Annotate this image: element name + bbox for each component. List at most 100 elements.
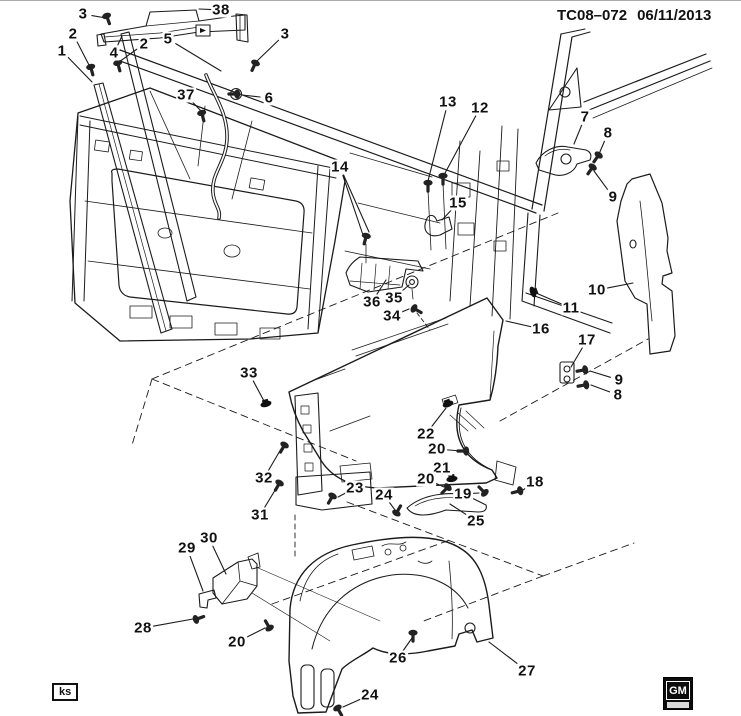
leader-line [213,546,226,574]
radiator-support-illustration [70,50,542,341]
bolt-icon [261,617,275,633]
bolt-icon [247,58,261,73]
callout-label: 31 [250,508,270,523]
leader-line [77,42,89,65]
drawing-number: TC08–072 [557,7,627,24]
splash-shield-illustration [617,174,675,354]
leader-line [594,171,608,190]
callout-label: 20 [227,635,247,650]
callout-label: 27 [517,664,537,679]
callout-label: 36 [362,295,382,310]
callout-label: 32 [254,471,274,486]
callout-label: 14 [330,160,350,175]
bolt-icon [85,63,97,78]
leader-line [489,642,520,666]
gm-logo-bar [667,702,689,708]
callout-label: 6 [264,91,275,106]
leader-line [152,619,193,626]
callout-label: 10 [587,283,607,298]
leader-line [256,40,279,62]
fender-illustration [289,298,516,488]
fastener-icons [85,11,604,716]
callout-label: 20 [416,472,436,487]
leader-line [506,321,532,327]
callout-label: 11 [562,301,581,316]
callout-label: 12 [470,101,490,116]
callout-label: 2 [139,37,150,52]
author-initials: ks [59,686,71,698]
leader-line [444,116,476,175]
bolt-icon [589,150,604,166]
leader-line [428,111,446,181]
callout-label: 26 [388,651,408,666]
clip-icon [528,285,539,298]
callout-label: 8 [613,388,624,403]
leader-line [344,175,369,232]
leader-line [343,699,362,707]
leader-line [591,385,610,392]
callout-label: 25 [466,514,486,529]
callout-label: 35 [384,291,404,306]
bolt-icon [583,162,598,178]
bolt-icon [576,380,590,391]
bolt-icon [359,232,371,247]
leader-line [571,348,582,367]
callout-label: 2 [68,27,79,42]
callout-label: 29 [177,541,197,556]
leader-line [599,141,604,154]
callout-label: 34 [382,309,402,324]
leader-line [431,408,446,427]
callout-label: 9 [614,373,625,388]
callout-label: 17 [577,333,597,348]
callout-label: 18 [525,475,545,490]
bolt-icon [101,11,114,26]
callout-label: 30 [199,531,219,546]
callout-label: 1 [57,44,68,59]
bolt-icon [391,502,405,518]
clip-icon [259,398,272,408]
leader-line [253,381,264,401]
drawing-header: TC08–072 06/11/2013 [557,7,721,24]
callout-label: 16 [531,322,551,337]
callout-label: 3 [78,7,89,22]
fender-upper-bracket-illustration [536,146,591,175]
gm-logo-text: GM [666,681,690,700]
hood-rod-illustrations [94,32,227,333]
bolt-icon [475,483,491,499]
callout-label: 9 [608,190,619,205]
bolt-icon [423,180,432,193]
callout-label: 19 [453,487,473,502]
callout-label: 24 [374,488,394,503]
leader-line [590,371,610,377]
leader-line [245,628,265,638]
bolt-icon [191,612,206,625]
callout-label: 24 [360,688,380,703]
bolt-icon [510,485,525,497]
callout-label: 23 [345,481,365,496]
callout-label: 38 [211,3,231,18]
cab-structure-illustration [522,29,712,333]
callout-label: 28 [133,621,153,636]
bolt-icon [324,491,338,507]
gm-logo: GM [663,677,693,710]
callout-label: 3 [280,27,291,42]
callout-label: 15 [448,196,468,211]
drawing-date: 06/11/2013 [637,7,711,24]
callout-label: 33 [239,366,259,381]
leader-line [176,44,221,71]
bolt-icon [409,303,425,317]
callout-label: 13 [438,95,458,110]
callout-label: 8 [603,126,614,141]
callout-label: 20 [427,442,447,457]
assembly-dashed-lines [132,213,648,622]
bolt-icon [196,109,208,124]
bolt-icon [438,173,447,186]
callout-label: 7 [580,110,591,125]
leader-line [574,125,582,144]
leader-line [190,556,203,591]
leader-line [343,176,363,235]
leader-line [536,293,563,304]
callout-label: 4 [109,46,120,61]
